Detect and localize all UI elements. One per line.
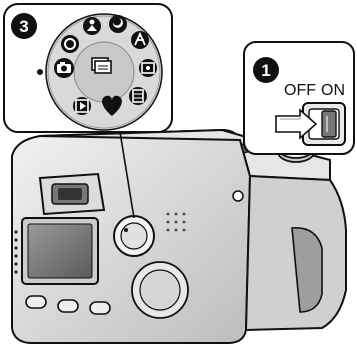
slow-shutter-icon[interactable] bbox=[61, 35, 79, 53]
step-1-badge: 1 bbox=[253, 57, 279, 83]
selection-indicator-dot bbox=[37, 69, 43, 75]
camera-body bbox=[12, 130, 346, 343]
multi-frame-icon[interactable] bbox=[92, 58, 111, 73]
night-person-icon[interactable] bbox=[109, 15, 127, 33]
film-icon[interactable] bbox=[129, 87, 147, 105]
camera-icon[interactable] bbox=[54, 58, 74, 78]
power-switch-knob[interactable] bbox=[322, 111, 336, 137]
play-icon[interactable] bbox=[73, 97, 91, 115]
off-label: OFF bbox=[284, 82, 316, 99]
person-icon[interactable] bbox=[83, 17, 101, 35]
on-label: ON bbox=[321, 82, 345, 99]
scene-icon[interactable] bbox=[139, 59, 157, 77]
step-3-badge: 3 bbox=[11, 13, 37, 39]
mode-dial-on-camera[interactable] bbox=[114, 216, 154, 256]
step-3-number: 3 bbox=[19, 17, 28, 36]
person-moving-icon[interactable] bbox=[131, 31, 149, 49]
step-1-number: 1 bbox=[261, 61, 270, 80]
